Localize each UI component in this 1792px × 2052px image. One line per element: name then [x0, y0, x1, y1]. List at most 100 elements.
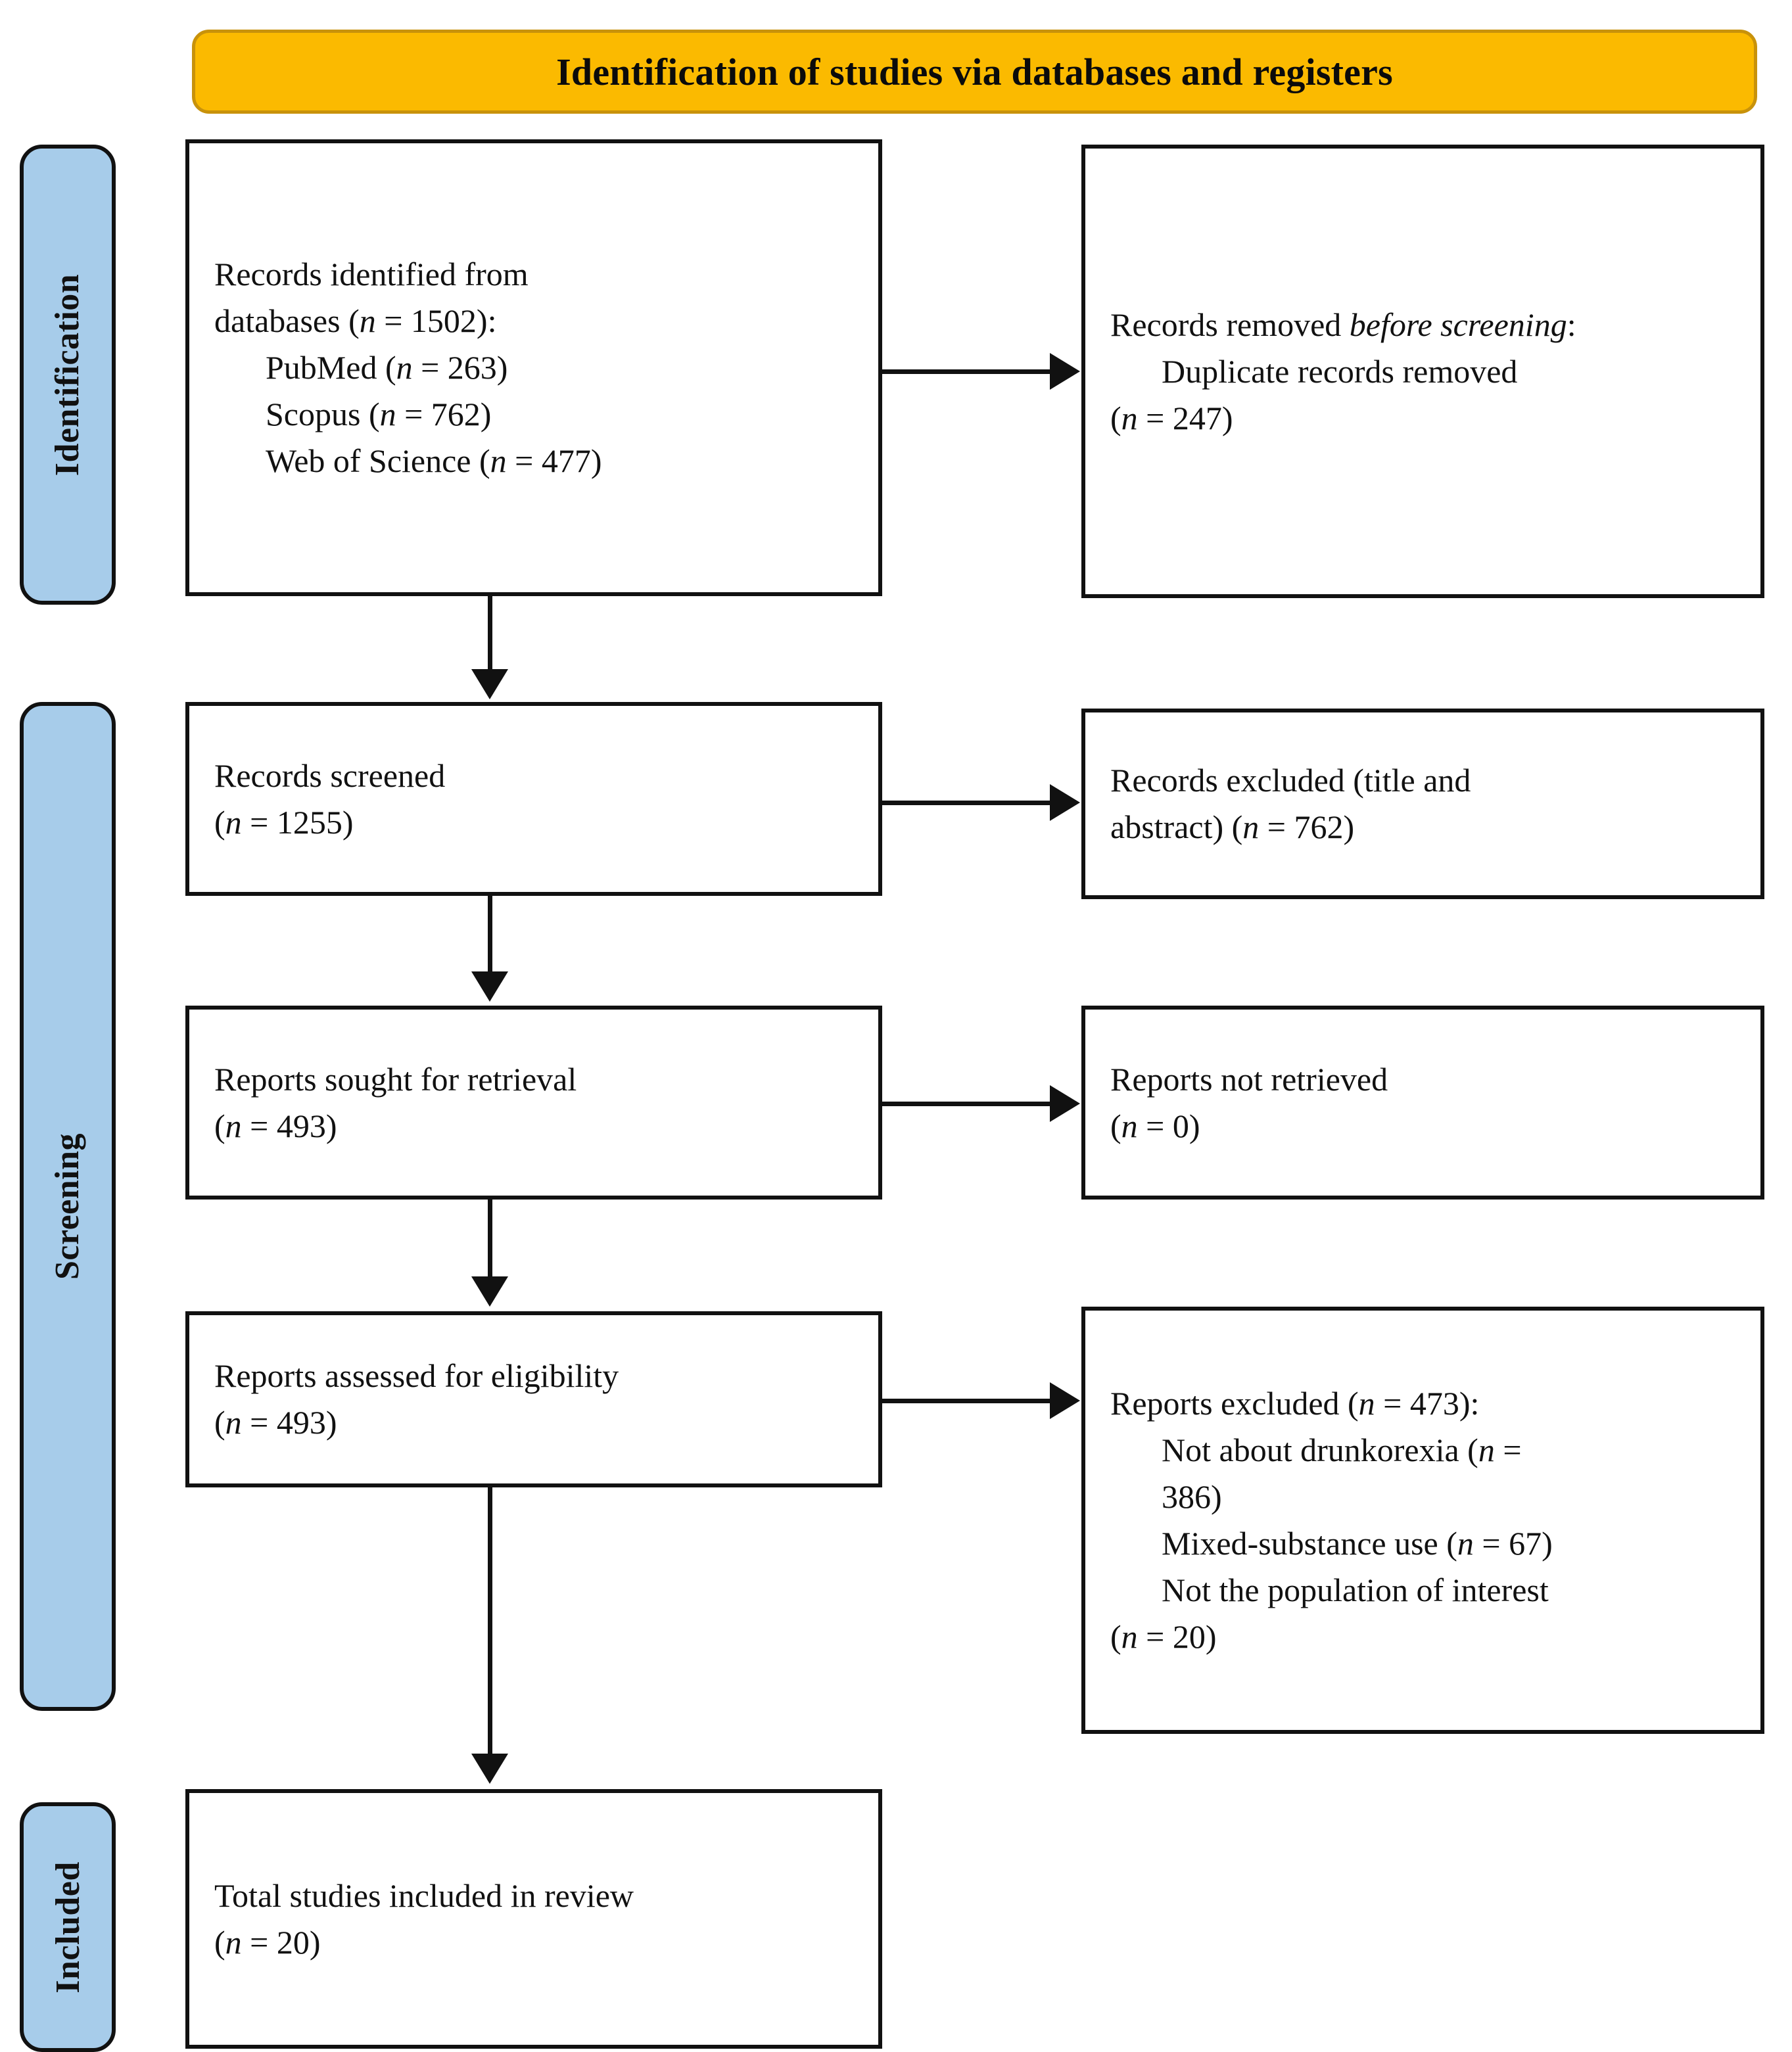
reports-excluded-reason-3-count: (n = 20) — [1110, 1614, 1735, 1660]
source-wos-name: Web of Science ( — [266, 442, 490, 479]
arrowhead-right-to-not-retrieved — [1050, 1085, 1080, 1122]
reports-excluded-reason-3: Not the population of interest — [1162, 1572, 1549, 1608]
records-excluded-prefix: abstract) ( — [1110, 808, 1243, 845]
reason-3-paren-open: ( — [1110, 1618, 1121, 1655]
box-reports-sought: Reports sought for retrieval (n = 493) — [185, 1006, 882, 1200]
stage-label-screening-text: Screening — [49, 1132, 87, 1280]
reports-eligibility-paren-open: ( — [214, 1404, 225, 1441]
stage-label-screening: Screening — [20, 702, 116, 1711]
reports-not-retrieved-line2: (n = 0) — [1110, 1103, 1735, 1150]
reports-excluded-reason-1-cont: 386) — [1162, 1478, 1222, 1515]
reason-1-eq: = — [1494, 1432, 1522, 1468]
records-identified-db-prefix: databases ( — [214, 302, 360, 339]
records-removed-line2: Duplicate records removed — [1162, 352, 1518, 390]
connector-identified-to-removed — [882, 369, 1051, 374]
records-screened-count: = 1255) — [241, 803, 354, 841]
records-screened-line2: (n = 1255) — [214, 799, 853, 846]
total-included-count: = 20) — [241, 1923, 321, 1961]
arrowhead-right-to-excluded — [1050, 784, 1080, 821]
connector-screened-to-excluded — [882, 801, 1051, 805]
records-removed-nvar: n — [1121, 399, 1138, 436]
connector-eligibility-to-included — [488, 1487, 492, 1756]
arrowhead-down-to-screened — [471, 669, 508, 699]
records-identified-line2: databases (n = 1502): — [214, 298, 853, 344]
reports-excluded-prefix: Reports excluded ( — [1110, 1385, 1359, 1422]
reports-eligibility-nvar: n — [225, 1404, 242, 1441]
records-identified-source-wos: Web of Science (n = 477) — [214, 438, 853, 484]
source-pubmed-nvar: n — [396, 349, 413, 386]
records-removed-count: = 247) — [1137, 399, 1233, 436]
reason-3-nvar: n — [1121, 1618, 1138, 1655]
records-removed-italic: before screening — [1349, 306, 1567, 343]
records-excluded-line2: abstract) (n = 762) — [1110, 804, 1735, 851]
records-screened-line1: Records screened — [214, 757, 446, 794]
reports-eligibility-line2: (n = 493) — [214, 1399, 853, 1446]
reports-eligibility-count: = 493) — [241, 1404, 337, 1441]
connector-sought-to-not-retrieved — [882, 1102, 1051, 1106]
records-identified-source-scopus: Scopus (n = 762) — [214, 391, 853, 438]
records-screened-nvar: n — [225, 803, 242, 841]
diagram-header-banner: Identification of studies via databases … — [192, 30, 1757, 114]
reports-excluded-nvar: n — [1358, 1385, 1375, 1422]
reports-excluded-reason-1: Not about drunkorexia (n = — [1110, 1427, 1735, 1474]
source-scopus-name: Scopus ( — [266, 396, 380, 432]
source-scopus-nvar: n — [379, 396, 396, 432]
reports-excluded-reason-2: Mixed-substance use (n = 67) — [1110, 1520, 1735, 1567]
total-included-nvar: n — [225, 1923, 242, 1961]
records-removed-suffix: : — [1567, 306, 1576, 343]
records-excluded-line1: Records excluded (title and — [1110, 762, 1471, 799]
connector-eligibility-to-reports-excluded — [882, 1399, 1051, 1403]
reports-not-retrieved-line1: Reports not retrieved — [1110, 1060, 1388, 1098]
reports-excluded-count: = 473): — [1375, 1385, 1480, 1422]
total-included-line2: (n = 20) — [214, 1919, 853, 1966]
total-included-line1: Total studies included in review — [214, 1877, 634, 1914]
reports-sought-nvar: n — [225, 1107, 242, 1144]
box-records-excluded-screening: Records excluded (title and abstract) (n… — [1081, 709, 1764, 899]
records-identified-db-nvar: n — [359, 302, 376, 339]
records-removed-paren-open: ( — [1110, 399, 1121, 436]
reports-sought-paren-open: ( — [214, 1107, 225, 1144]
records-removed-line1: Records removed before screening: — [1110, 302, 1735, 348]
arrowhead-right-to-reports-excluded — [1050, 1382, 1080, 1419]
source-wos-count: = 477) — [506, 442, 602, 479]
stage-label-included-text: Included — [49, 1861, 87, 1994]
source-scopus-count: = 762) — [396, 396, 492, 432]
reason-2-nvar: n — [1457, 1525, 1474, 1562]
reports-excluded-line1: Reports excluded (n = 473): — [1110, 1380, 1735, 1427]
records-excluded-count: = 762) — [1259, 808, 1355, 845]
reason-2-text: Mixed-substance use ( — [1162, 1525, 1457, 1562]
total-included-paren-open: ( — [214, 1923, 225, 1961]
connector-identified-to-screened — [488, 595, 492, 672]
records-removed-prefix: Records removed — [1110, 306, 1350, 343]
records-excluded-nvar: n — [1242, 808, 1260, 845]
arrowhead-right-to-removed — [1050, 353, 1080, 390]
reports-sought-line2: (n = 493) — [214, 1103, 853, 1150]
source-pubmed-count: = 263) — [412, 349, 508, 386]
arrowhead-down-to-included — [471, 1754, 508, 1784]
box-records-screened: Records screened (n = 1255) — [185, 702, 882, 896]
records-identified-line1: Records identified from — [214, 256, 529, 292]
arrowhead-down-to-eligibility — [471, 1276, 508, 1307]
arrowhead-down-to-sought — [471, 971, 508, 1002]
stage-label-identification: Identification — [20, 145, 116, 605]
reports-not-retrieved-nvar: n — [1121, 1107, 1138, 1144]
reports-not-retrieved-count: = 0) — [1137, 1107, 1200, 1144]
box-reports-eligibility: Reports assessed for eligibility (n = 49… — [185, 1311, 882, 1487]
box-total-included: Total studies included in review (n = 20… — [185, 1789, 882, 2049]
reports-sought-line1: Reports sought for retrieval — [214, 1060, 577, 1098]
stage-label-identification-text: Identification — [49, 273, 87, 476]
box-records-identified: Records identified from databases (n = 1… — [185, 139, 882, 596]
records-screened-paren-open: ( — [214, 803, 225, 841]
box-reports-excluded: Reports excluded (n = 473): Not about dr… — [1081, 1307, 1764, 1734]
reports-eligibility-line1: Reports assessed for eligibility — [214, 1357, 619, 1394]
source-wos-nvar: n — [490, 442, 507, 479]
connector-screened-to-sought — [488, 895, 492, 974]
reason-1-text: Not about drunkorexia ( — [1162, 1432, 1478, 1468]
reports-sought-count: = 493) — [241, 1107, 337, 1144]
connector-sought-to-eligibility — [488, 1199, 492, 1279]
reason-2-count: = 67) — [1473, 1525, 1553, 1562]
reason-1-nvar: n — [1478, 1432, 1495, 1468]
box-records-removed: Records removed before screening: Duplic… — [1081, 145, 1764, 598]
records-identified-source-pubmed: PubMed (n = 263) — [214, 344, 853, 391]
records-removed-line3: (n = 247) — [1110, 395, 1735, 442]
